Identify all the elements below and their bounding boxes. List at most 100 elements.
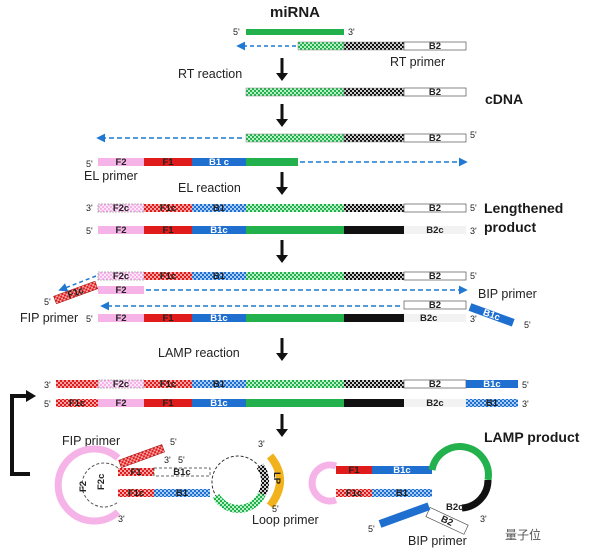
bip-primer-label: BIP primer: [408, 534, 467, 548]
bip-primer-label: BIP primer: [478, 287, 537, 301]
el-f1: [144, 158, 192, 166]
segment-label-f1c: F1c: [160, 203, 176, 214]
segment-label-f2c: F2c: [113, 379, 129, 390]
lamp-product-label: LAMP product: [484, 429, 580, 445]
end-label: 3': [470, 226, 477, 236]
segment-label-b1c: B1c: [483, 379, 500, 390]
segment-label-f2: F2: [115, 398, 126, 409]
segment-label-b2: B2: [429, 379, 441, 390]
segment-label-b1c: B1 c: [209, 157, 229, 168]
segment-label-f1c: F1c: [160, 379, 176, 390]
segment-label-f1c: F1c: [346, 488, 362, 499]
bip-b1c: [468, 303, 515, 327]
segment-label-b2: B2: [429, 300, 441, 311]
segment-label-f1: F1: [162, 398, 174, 409]
segment-label-b1: B1: [396, 488, 409, 499]
end-label: 5': [470, 130, 477, 140]
down-arrow: [276, 187, 288, 195]
segment-label-b2c: B2c: [420, 313, 437, 324]
rt-primer-green: [297, 41, 345, 51]
fip-f1c: [118, 444, 165, 469]
end-label: 5': [368, 524, 375, 534]
end-label: 3': [258, 439, 265, 449]
loop-f2-pink: [308, 461, 338, 505]
down-arrow: [276, 255, 288, 263]
segment-label-lp: LP: [271, 472, 282, 485]
end-label: 5': [470, 203, 477, 213]
segment-label-b1c: B1c: [210, 313, 227, 324]
cdna-green: [245, 87, 345, 97]
down-arrow: [276, 429, 288, 437]
end-label: 5': [170, 437, 177, 447]
down-arrow: [276, 353, 288, 361]
segment-label-f1: F1: [348, 465, 360, 476]
segment-label-f2: F2: [115, 313, 126, 324]
step-lamp-reaction: LAMP reaction: [158, 346, 240, 360]
end-label: 5': [524, 320, 531, 330]
bip-b2: [403, 300, 467, 310]
segment-label-b1: B1: [213, 379, 226, 390]
end-label: 3': [164, 455, 171, 465]
end-label: 3': [86, 203, 93, 213]
el-green: [246, 158, 298, 166]
segment-label-f2c: F2c: [113, 271, 129, 282]
end-label: 5': [86, 159, 93, 169]
segment-label-f1c: F1c: [160, 271, 176, 282]
end-label: 5': [522, 380, 529, 390]
segment-label-f1: F1: [130, 467, 142, 478]
end-label: 5': [86, 314, 93, 324]
step-el-reaction: EL reaction: [178, 181, 241, 195]
segment-label-f2c: F2c: [113, 203, 129, 214]
end-label: 5': [178, 455, 185, 465]
segment-label-b1c: B1c: [481, 307, 501, 323]
watermark: 量子位: [505, 528, 542, 542]
segment-label-f1c: F1c: [69, 398, 85, 409]
fip-primer-label: FIP primer: [20, 311, 78, 325]
segment-label-b2: B2: [429, 41, 441, 52]
segment-label-f1: F1: [162, 313, 174, 324]
segment-label-b1: B1: [486, 398, 499, 409]
rt-primer-b2: [403, 41, 467, 51]
down-arrow: [276, 119, 288, 127]
cdna-black: [343, 87, 405, 97]
fip-primer-label: FIP primer: [62, 434, 120, 448]
end-label: 3': [522, 399, 529, 409]
lengthened-label: Lengthened: [484, 200, 563, 216]
segment-label-f1c: F1c: [128, 488, 144, 499]
segment-label-b2c: B2c: [446, 502, 463, 513]
segment-label-b1: B1: [176, 488, 189, 499]
bip-b2: [425, 507, 469, 535]
bip-b1c: [378, 502, 431, 528]
loop-f2-pink: [54, 445, 121, 525]
segment-label-b2: B2: [439, 514, 455, 529]
loop-primer-label: Loop primer: [252, 513, 319, 527]
fip-f2: [98, 286, 144, 294]
end-label: 5': [86, 226, 93, 236]
mirna-title: miRNA: [270, 4, 320, 21]
end-label: 3': [118, 514, 125, 524]
end-label: 5': [44, 297, 51, 307]
segment-label-b1c: B1c: [173, 467, 190, 478]
end-label: 5': [44, 399, 51, 409]
segment-label-b2: B2: [429, 271, 441, 282]
mirna-strand: [246, 29, 344, 35]
end-label: 3': [44, 380, 51, 390]
segment-label-b1: B1: [213, 271, 226, 282]
segment-label-f1: F1: [162, 157, 174, 168]
end-label: 5': [470, 271, 477, 281]
cdna-b2: [403, 87, 467, 97]
segment-label-f1c: F1c: [66, 285, 85, 301]
end-label: 3': [470, 314, 477, 324]
segment-label-b2: B2: [429, 133, 441, 144]
end-label: 5': [233, 27, 240, 37]
segment-label-b2c: B2c: [426, 398, 443, 409]
el-primer-label: EL primer: [84, 169, 138, 183]
fip-f1c: [53, 280, 99, 305]
segment-label-b2c: B2c: [426, 225, 443, 236]
cycle-bracket: [10, 394, 30, 476]
cdna-label: cDNA: [485, 91, 523, 107]
segment-label-b2: B2: [429, 203, 441, 214]
segment-label-f1: F1: [162, 225, 174, 236]
segment-label-b1c: B1c: [210, 225, 227, 236]
